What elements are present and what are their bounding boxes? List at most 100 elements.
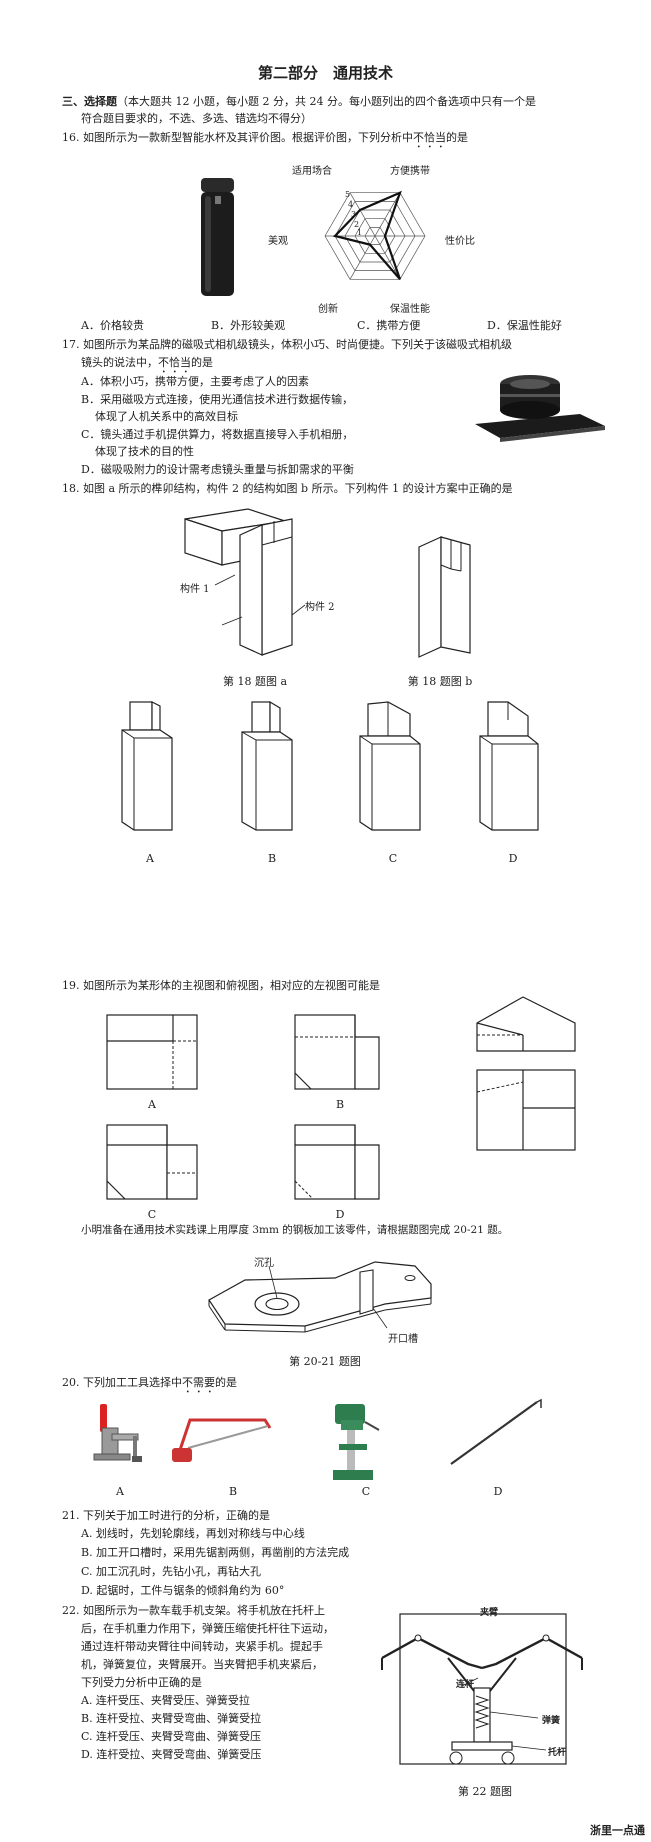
q16-option-a[interactable]: A．价格较贵 — [81, 319, 144, 332]
q20-option-d-label[interactable]: D — [493, 1485, 503, 1498]
q17-stem-1: 17. 如图所示为某品牌的磁吸式相机级镜头，体积小巧、时尚便捷。下列关于该磁吸式… — [62, 337, 512, 352]
q17-number: 17. — [62, 338, 80, 351]
q20-option-b-label[interactable]: B — [228, 1485, 238, 1498]
q17-stem-1-text: 如图所示为某品牌的磁吸式相机级镜头，体积小巧、时尚便捷。下列关于该磁吸式相机级 — [83, 338, 512, 351]
q20-stem-a: 下列加工工具选择中 — [83, 1376, 182, 1389]
q19-option-d-label[interactable]: D — [335, 1208, 345, 1221]
q20-21-intro: 小明准备在通用技术实践课上用厚度 3mm 的钢板加工该零件，请根据题图完成 20… — [81, 1224, 509, 1236]
radar-series-outline — [332, 190, 402, 281]
q19-option-c-figure[interactable] — [105, 1123, 205, 1203]
q22-stem-line-4: 下列受力分析中正确的是 — [81, 1676, 202, 1689]
radar-tick-5: 5 — [345, 190, 351, 199]
q18-option-c-figure[interactable] — [358, 700, 433, 840]
q18-label-part1: 构件 1 — [180, 584, 210, 595]
radar-label-4: 创新 — [318, 304, 338, 315]
radar-axis — [349, 192, 376, 237]
q19-stem-text: 如图所示为某形体的主视图和俯视图，相对应的左视图可能是 — [83, 979, 380, 992]
q16-option-c[interactable]: C．携带方便 — [357, 319, 421, 332]
q18-figure-b — [418, 536, 471, 658]
q17-option-d[interactable]: D．磁吸吸附力的设计需考虑镜头重量与拆卸需求的平衡 — [81, 463, 354, 476]
q17-option-c-2: 体现了技术的目的性 — [95, 445, 194, 458]
section-desc-2: 符合题目要求的，不选、多选、错选均不得分） — [81, 112, 312, 125]
scriber-icon[interactable] — [445, 1398, 545, 1468]
q16-option-b[interactable]: B．外形较美观 — [211, 319, 286, 332]
q21-option-a[interactable]: A. 划线时，先划轮廓线，再划对称线与中心线 — [81, 1527, 305, 1540]
evaluation-radar-chart — [324, 190, 426, 281]
q18-figure-a — [184, 508, 306, 656]
q17-option-b-1[interactable]: B．采用磁吸方式连接，使用光通信技术进行数据传输， — [81, 393, 354, 406]
drill-press-icon[interactable] — [327, 1398, 387, 1483]
q17-option-b-2: 体现了人机关系中的高效目标 — [95, 410, 238, 423]
q20-21-part-figure — [208, 1261, 432, 1333]
q17-option-c-1[interactable]: C．镜头通过手机提供算力，将数据直接导入手机相册， — [81, 428, 354, 441]
q18-option-b-label[interactable]: B — [267, 852, 277, 865]
q18-option-b-figure[interactable] — [240, 700, 310, 840]
q19-option-d-figure[interactable] — [293, 1123, 393, 1203]
q20-stem-emphasis: 不需要 — [182, 1376, 215, 1389]
q20-21-caption: 第 20-21 题图 — [289, 1355, 361, 1368]
q17-stem-2: 镜头的说法中，不恰当的是 — [81, 355, 213, 376]
q18-stem-text: 如图 a 所示的榫卯结构，构件 2 的结构如图 b 所示。下列构件 1 的设计方… — [83, 482, 513, 495]
q17-option-a[interactable]: A．体积小巧，携带方便，主要考虑了人的因素 — [81, 375, 309, 388]
q17-stem-2a: 镜头的说法中， — [81, 356, 158, 369]
q19-option-c-label[interactable]: C — [147, 1208, 157, 1221]
radar-tick-3: 3 — [351, 210, 357, 219]
q22-stem-line-1: 后，在手机重力作用下，弹簧压缩使托杆往下运动， — [81, 1622, 334, 1635]
section-desc-1: （本大题共 12 小题，每小题 2 分，共 24 分。每小题列出的四个备选项中只… — [117, 95, 536, 108]
q22-label-link: 连杆 — [456, 1680, 475, 1690]
q22-stem-line-3: 机，弹簧复位，夹臂展开。当夹臂把手机夹紧后， — [81, 1658, 323, 1671]
section-heading: 三、选择题 — [62, 95, 117, 108]
q21-option-d[interactable]: D. 起锯时，工件与锯条的倾斜角约为 60° — [81, 1584, 285, 1597]
q18-option-d-label[interactable]: D — [508, 852, 518, 865]
q18-option-a-figure[interactable] — [120, 700, 190, 840]
q22-option-c[interactable]: C. 连杆受压、夹臂受弯曲、弹簧受压 — [81, 1730, 262, 1743]
q18-option-a-label[interactable]: A — [146, 852, 154, 865]
q19-option-b-figure[interactable] — [293, 1013, 393, 1093]
q20-stem-b: 的是 — [215, 1376, 237, 1389]
q16-stem-emphasis: 不恰当 — [413, 131, 446, 144]
q18-caption-b: 第 18 题图 b — [407, 675, 473, 688]
radar-label-3: 保温性能 — [390, 304, 430, 315]
q22-option-a[interactable]: A. 连杆受压、夹臂受压、弹簧受拉 — [81, 1694, 250, 1707]
q22-label-support-bar: 托杆 — [548, 1748, 567, 1758]
q19-option-a-label[interactable]: A — [148, 1098, 156, 1111]
q21-option-b[interactable]: B. 加工开口槽时，采用先锯割两侧，再凿削的方法完成 — [81, 1546, 350, 1559]
q22-option-b[interactable]: B. 连杆受拉、夹臂受弯曲、弹簧受拉 — [81, 1712, 262, 1725]
phone-holder-figure — [381, 1613, 583, 1765]
q17-stem-emphasis: 不恰当 — [158, 356, 191, 369]
radar-tick-2: 2 — [354, 220, 360, 229]
q18-stem: 18. 如图 a 所示的榫卯结构，构件 2 的结构如图 b 所示。下列构件 1 … — [62, 481, 513, 496]
smart-cup-image — [201, 178, 234, 296]
q20-number: 20. — [62, 1376, 80, 1389]
q22-stem-1: 22. 如图所示为一款车载手机支架。将手机放在托杆上 — [62, 1603, 325, 1618]
q20-21-label-countersink: 沉孔 — [254, 1258, 274, 1269]
q20-option-a-label[interactable]: A — [116, 1485, 124, 1498]
toggle-clamp-icon[interactable] — [88, 1400, 148, 1480]
q20-stem: 20. 下列加工工具选择中不需要的是 — [62, 1375, 237, 1396]
q19-stem: 19. 如图所示为某形体的主视图和俯视图，相对应的左视图可能是 — [62, 978, 380, 993]
footer-watermark: 浙里一点通 — [590, 1824, 645, 1837]
q19-number: 19. — [62, 979, 80, 992]
q21-option-c[interactable]: C. 加工沉孔时，先钻小孔，再钻大孔 — [81, 1565, 262, 1578]
q20-option-c-label[interactable]: C — [361, 1485, 371, 1498]
q19-option-a-figure[interactable] — [105, 1013, 205, 1093]
q21-stem-text: 下列关于加工时进行的分析，正确的是 — [83, 1509, 270, 1522]
radar-label-1: 方便携带 — [390, 166, 430, 177]
q18-option-d-figure[interactable] — [478, 700, 553, 840]
q22-stem-line-2: 通过连杆带动夹臂往中间转动，夹紧手机。提起手 — [81, 1640, 323, 1653]
q18-option-c-label[interactable]: C — [388, 852, 398, 865]
q16-option-d[interactable]: D．保温性能好 — [487, 319, 562, 332]
part-title: 第二部分 通用技术 — [257, 64, 393, 82]
q17-stem-2b: 的是 — [191, 356, 213, 369]
q16-stem-a: 如图所示为一款新型智能水杯及其评价图。根据评价图，下列分析中 — [83, 131, 413, 144]
q22-stem-line-0: 如图所示为一款车载手机支架。将手机放在托杆上 — [83, 1604, 325, 1617]
q19-option-b-label[interactable]: B — [335, 1098, 345, 1111]
q22-label-clamp-arm: 夹臂 — [480, 1608, 499, 1618]
radar-tick-1: 1 — [357, 228, 363, 237]
q22-number: 22. — [62, 1604, 80, 1617]
hacksaw-icon[interactable] — [170, 1410, 280, 1470]
magnetic-lens-image — [475, 375, 605, 442]
q16-stem-b: 的是 — [446, 131, 468, 144]
q19-front-view — [476, 996, 576, 1052]
q22-option-d[interactable]: D. 连杆受拉、夹臂受弯曲、弹簧受压 — [81, 1748, 262, 1761]
